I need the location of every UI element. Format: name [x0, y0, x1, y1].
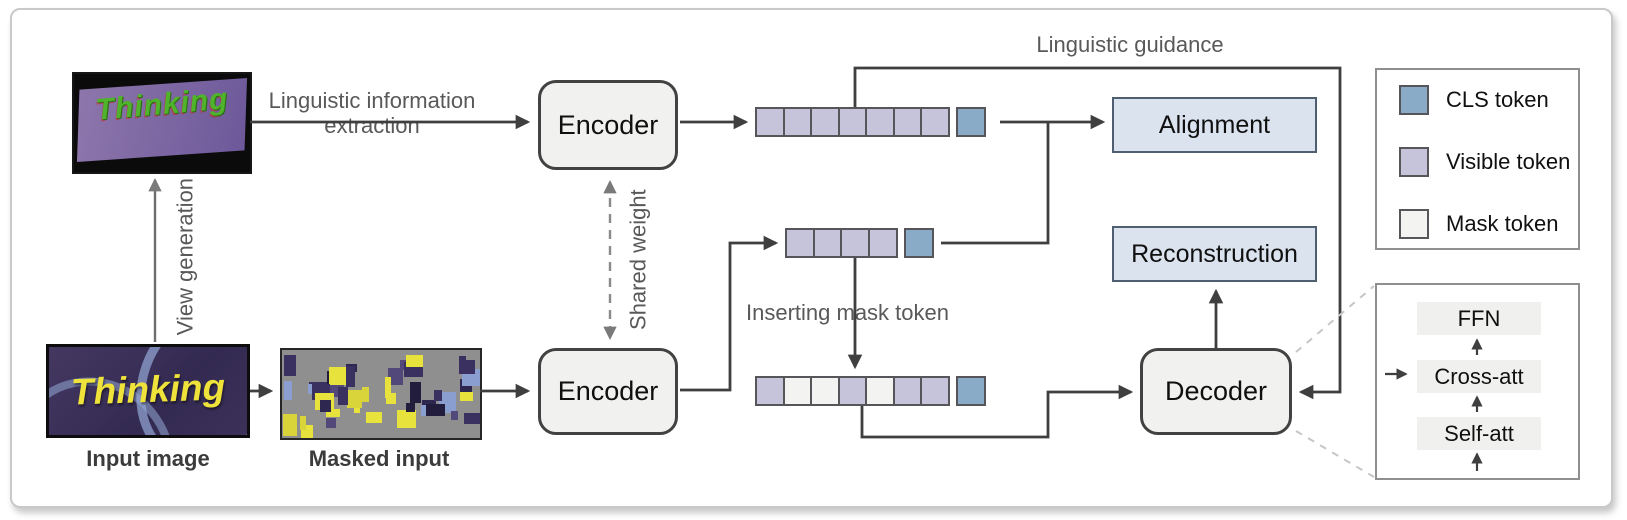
- token-mask: [810, 376, 840, 406]
- token-visible: [785, 228, 815, 258]
- masked-patch: [406, 355, 423, 367]
- token-visible: [865, 107, 895, 137]
- masked-patch: [460, 392, 473, 401]
- masked-patch: [283, 414, 297, 436]
- masked-patch: [434, 390, 442, 401]
- masked-patch: [320, 400, 331, 412]
- token-visible: [837, 107, 868, 137]
- inserting-mask-token-label: Inserting mask token: [746, 300, 949, 325]
- token-visible: [920, 107, 950, 137]
- view-generation-label: View generation: [172, 177, 198, 336]
- token-cls: [956, 376, 986, 406]
- masked-patch: [397, 410, 416, 428]
- masked-input-caption: Masked input: [308, 446, 450, 471]
- masked-patch: [326, 409, 340, 417]
- token-visible: [920, 376, 950, 406]
- legend-item-cls: CLS token: [1399, 85, 1549, 115]
- masked-patch: [451, 411, 458, 420]
- legend-label: Visible token: [1446, 149, 1571, 174]
- generated-view-image: Thinking: [72, 72, 252, 174]
- token-mask: [865, 376, 895, 406]
- token-visible: [840, 228, 870, 258]
- legend-label: Mask token: [1446, 211, 1559, 236]
- masked-patch: [326, 418, 336, 428]
- masked-patch: [347, 390, 362, 408]
- mask-token-swatch: [1399, 209, 1429, 239]
- masked-patch: [300, 416, 306, 430]
- reconstruction-node: Reconstruction: [1112, 226, 1317, 282]
- encoder-bottom-node: Encoder: [538, 348, 678, 435]
- masked-patch: [386, 393, 396, 404]
- masked-patch: [346, 366, 355, 387]
- encoder-top-node: Encoder: [538, 80, 678, 170]
- token-visible: [867, 228, 898, 258]
- masked-patch: [410, 382, 421, 403]
- masked-patch: [464, 413, 480, 424]
- masked-patch: [406, 403, 415, 412]
- masked-patch: [329, 367, 347, 385]
- token-row-view: [755, 107, 986, 137]
- token-visible: [755, 376, 785, 406]
- masked-patch: [362, 387, 369, 402]
- masked-patch: [366, 412, 382, 423]
- token-cls: [956, 107, 986, 137]
- token-visible: [810, 107, 840, 137]
- input-image: Thinking: [46, 344, 250, 438]
- masked-patch: [284, 355, 296, 376]
- decoder-detail-panel: FFN Cross-att Self-att: [1375, 283, 1580, 480]
- token-cls: [903, 228, 934, 258]
- token-legend: CLS token Visible token Mask token: [1375, 68, 1580, 250]
- token-visible: [837, 376, 868, 406]
- masked-patch: [284, 381, 292, 400]
- legend-label: CLS token: [1446, 87, 1549, 112]
- cross-attention-layer: Cross-att: [1417, 360, 1541, 393]
- input-image-caption: Input image: [86, 446, 210, 471]
- masked-patch: [459, 360, 475, 374]
- token-visible: [782, 107, 813, 137]
- masked-patch: [338, 387, 348, 405]
- masked-patch: [426, 404, 445, 416]
- legend-item-visible: Visible token: [1399, 147, 1570, 177]
- input-image-text: Thinking: [70, 366, 226, 413]
- masked-patch: [385, 377, 391, 398]
- cls-token-swatch: [1399, 85, 1429, 115]
- linguistic-extraction-label: Linguistic information extraction: [268, 88, 476, 139]
- alignment-node: Alignment: [1112, 97, 1317, 153]
- self-attention-layer: Self-att: [1417, 417, 1541, 450]
- token-visible: [892, 107, 923, 137]
- masked-input-image: [280, 348, 482, 440]
- linguistic-guidance-label: Linguistic guidance: [1036, 32, 1224, 57]
- token-visible: [812, 228, 843, 258]
- token-row-with-mask: [755, 376, 986, 406]
- figure-frame: [10, 8, 1613, 508]
- token-row-visible: [785, 228, 934, 258]
- decoder-node: Decoder: [1140, 348, 1292, 435]
- masked-patch: [388, 368, 403, 385]
- token-visible: [892, 376, 923, 406]
- legend-item-mask: Mask token: [1399, 209, 1559, 239]
- token-mask: [782, 376, 813, 406]
- ffn-layer: FFN: [1417, 302, 1541, 335]
- shared-weight-label: Shared weight: [625, 189, 651, 330]
- token-visible: [755, 107, 785, 137]
- visible-token-swatch: [1399, 147, 1429, 177]
